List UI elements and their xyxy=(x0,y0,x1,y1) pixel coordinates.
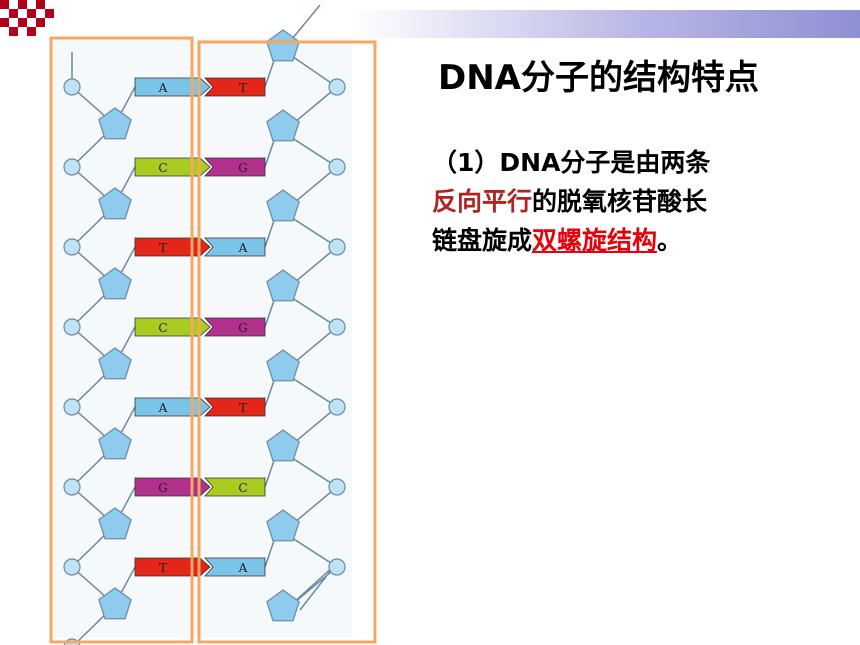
diagram-background xyxy=(50,38,352,638)
phosphate-left xyxy=(63,158,81,176)
base-label-left: T xyxy=(159,241,167,255)
phosphate-left xyxy=(63,398,81,416)
point-end: 。 xyxy=(657,226,683,255)
phosphate-left xyxy=(63,558,81,576)
deoxyribose-right xyxy=(266,429,300,462)
base-label-left: A xyxy=(158,81,168,95)
point-line3: 链盘旋成 xyxy=(432,226,533,255)
phosphate-right xyxy=(328,398,346,416)
base-pair-right xyxy=(204,397,266,417)
deoxyribose-left xyxy=(98,507,132,540)
phosphate-left xyxy=(63,318,81,336)
slide-title: DNA分子的结构特点 xyxy=(438,58,759,98)
checker-logo xyxy=(0,0,60,40)
deoxyribose-right xyxy=(266,509,300,542)
phosphate-left xyxy=(63,238,81,256)
base-label-left: C xyxy=(158,321,167,335)
point-1-text: （1）DNA分子是由两条反向平行的脱氧核苷酸长链盘旋成双螺旋结构。 xyxy=(432,143,852,260)
phosphate-right xyxy=(328,78,346,96)
left-glycosidic-bond xyxy=(119,566,136,596)
base-label-right: G xyxy=(238,321,248,335)
base-pair-right xyxy=(204,557,266,577)
highlight-antiparallel: 反向平行 xyxy=(432,187,533,216)
phosphate-right xyxy=(328,158,346,176)
left-glycosidic-bond xyxy=(119,166,136,196)
base-label-right: G xyxy=(238,161,248,175)
phosphate-left xyxy=(63,78,81,96)
left-strand-backbone xyxy=(70,52,117,645)
base-pair-right xyxy=(204,157,266,177)
base-label-left: G xyxy=(158,481,168,495)
point-line2: 的脱氧核苷酸长 xyxy=(532,187,708,216)
right-strand-frame xyxy=(197,40,377,644)
phosphate-right xyxy=(328,238,346,256)
base-label-right: T xyxy=(239,81,247,95)
deoxyribose-left xyxy=(98,267,132,300)
phosphate-right xyxy=(328,318,346,336)
deoxyribose-right xyxy=(266,349,300,382)
deoxyribose-left xyxy=(98,427,132,460)
base-pair-right xyxy=(204,77,266,97)
deoxyribose-left xyxy=(98,347,132,380)
phosphate-right xyxy=(328,558,346,576)
left-glycosidic-bond xyxy=(119,486,136,516)
left-glycosidic-bond xyxy=(119,406,136,436)
deoxyribose-left xyxy=(98,107,132,140)
left-strand-frame xyxy=(49,36,194,644)
base-pair-right xyxy=(204,237,266,257)
deoxyribose-left xyxy=(98,187,132,220)
base-label-right: A xyxy=(238,561,248,575)
point-line1: （1）DNA分子是由两条 xyxy=(432,148,711,177)
deoxyribose-right xyxy=(266,29,300,62)
phosphate-left xyxy=(63,478,81,496)
deoxyribose-right xyxy=(266,269,300,302)
phosphate-right xyxy=(328,478,346,496)
deoxyribose-right xyxy=(266,109,300,142)
base-label-right: A xyxy=(238,241,248,255)
base-label-left: A xyxy=(158,401,168,415)
header-gradient-bar xyxy=(350,10,860,38)
base-label-right: T xyxy=(239,401,247,415)
left-glycosidic-bond xyxy=(119,326,136,356)
dna-double-helix-diagram: A T C G T A C G A T G C T A xyxy=(49,4,377,645)
base-label-right: C xyxy=(238,481,247,495)
deoxyribose-left xyxy=(98,587,132,620)
deoxyribose-right xyxy=(266,189,300,222)
left-glycosidic-bond xyxy=(119,86,136,116)
highlight-double-helix: 双螺旋结构 xyxy=(532,226,658,255)
left-glycosidic-bond xyxy=(119,246,136,276)
deoxyribose-right xyxy=(266,589,300,622)
base-pair-right xyxy=(204,477,266,497)
base-pair-right xyxy=(204,317,266,337)
base-label-left: C xyxy=(158,161,167,175)
base-label-left: T xyxy=(159,561,167,575)
